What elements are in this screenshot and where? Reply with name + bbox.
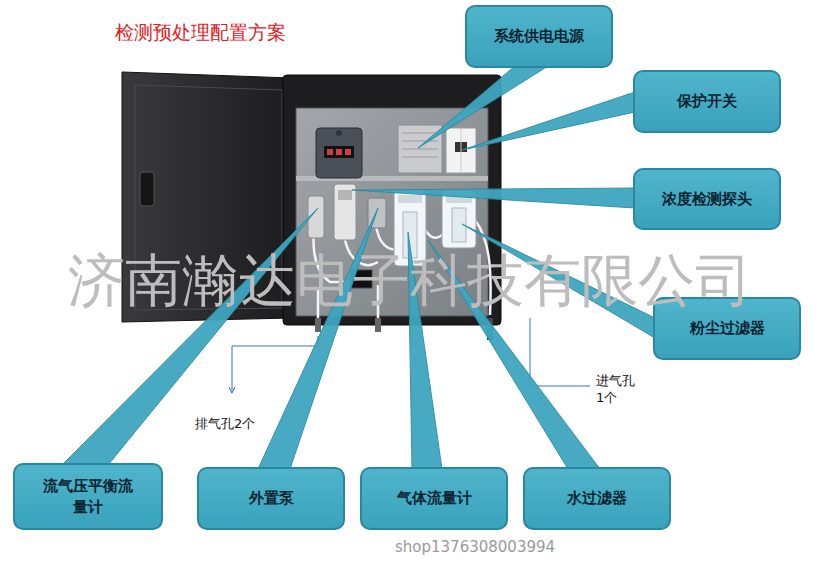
dust-filter bbox=[442, 190, 476, 248]
outlet-label: 排气孔2个 bbox=[195, 416, 255, 433]
shop-text: shop1376308003994 bbox=[395, 538, 555, 558]
callout-text: 系统供电电源 bbox=[494, 26, 584, 46]
callout-box: 外置泵 bbox=[197, 467, 345, 530]
callout-box: 水过滤器 bbox=[523, 467, 671, 530]
callout-box: 气体流量计 bbox=[360, 467, 508, 530]
inlet-label: 进气孔 1个 bbox=[596, 373, 642, 407]
callout-text: 水过滤器 bbox=[567, 488, 627, 508]
callout-text: 保护开关 bbox=[677, 91, 737, 111]
callout-box: 流气压平衡流量计 bbox=[13, 463, 163, 530]
gas-detector bbox=[316, 128, 362, 178]
callout-text: 气体流量计 bbox=[397, 488, 472, 508]
title: 检测预处理配置方案 bbox=[115, 20, 286, 46]
callout-box: 保护开关 bbox=[633, 70, 781, 133]
power-supply bbox=[398, 125, 442, 173]
watermark: 济南瀚达电子科技有限公司 bbox=[68, 252, 752, 309]
callout-text: 浓度检测探头 bbox=[662, 189, 752, 209]
callout-text: 外置泵 bbox=[249, 488, 294, 508]
sensor-probe bbox=[334, 184, 356, 240]
callout-box: 系统供电电源 bbox=[465, 5, 613, 68]
door-handle bbox=[140, 172, 154, 206]
callout-text: 粉尘过滤器 bbox=[690, 318, 765, 338]
callout-box: 浓度检测探头 bbox=[633, 168, 781, 230]
callout-text: 流气压平衡流量计 bbox=[38, 476, 138, 517]
breaker bbox=[446, 128, 476, 173]
inlet-leader bbox=[530, 318, 590, 386]
